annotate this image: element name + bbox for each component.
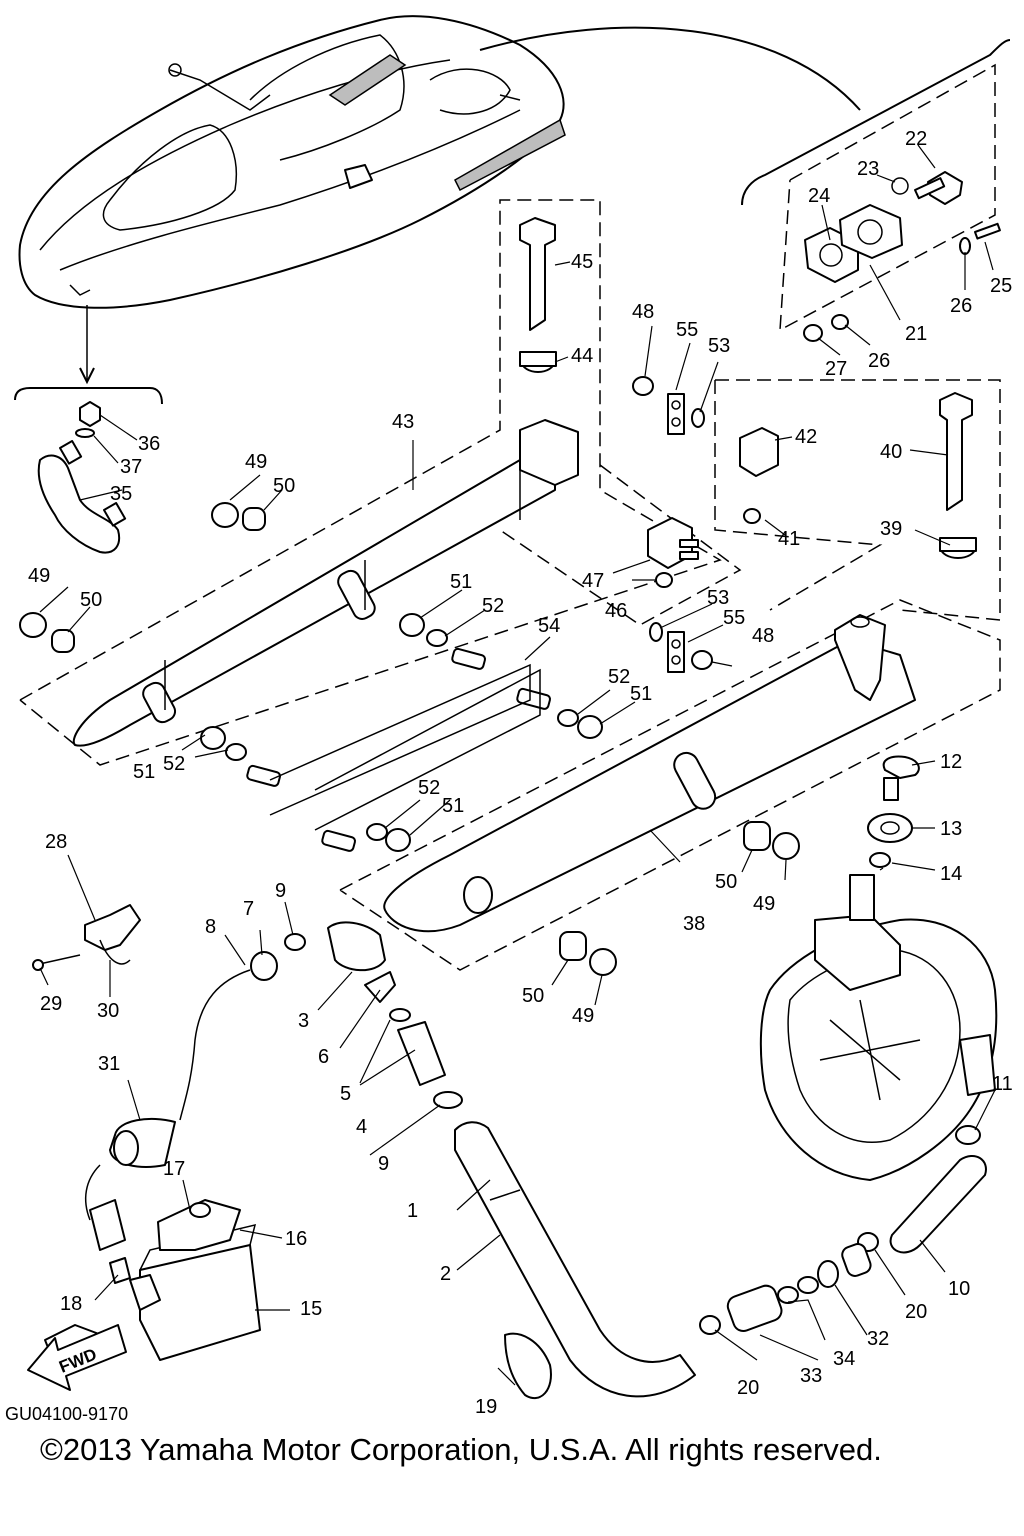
callout-2: 2: [440, 1263, 451, 1285]
callout-21: 21: [905, 323, 927, 345]
callout-25: 25: [990, 275, 1012, 297]
callout-49d: 49: [572, 1005, 594, 1027]
callout-28: 28: [45, 831, 67, 853]
callout-50a: 50: [273, 475, 295, 497]
callout-51b: 51: [630, 683, 652, 705]
callout-15: 15: [300, 1298, 322, 1320]
callout-3: 3: [298, 1010, 309, 1032]
callout-26a: 26: [950, 295, 972, 317]
drain-group-leaders: [817, 144, 994, 356]
callout-30: 30: [97, 1000, 119, 1022]
callout-16: 16: [285, 1228, 307, 1250]
callout-55b: 55: [723, 607, 745, 629]
callout-5: 5: [340, 1083, 351, 1105]
callout-53b: 53: [707, 587, 729, 609]
callout-32: 32: [867, 1328, 889, 1350]
callout-46: 46: [605, 600, 627, 622]
callout-44: 44: [571, 345, 593, 367]
callout-12: 12: [940, 751, 962, 773]
callout-54: 54: [538, 615, 560, 637]
callout-39: 39: [880, 518, 902, 540]
callout-49c: 49: [753, 893, 775, 915]
water-lock-group: [32, 904, 261, 1366]
callout-13: 13: [940, 818, 962, 840]
callout-33: 33: [800, 1365, 822, 1387]
callout-20b: 20: [737, 1377, 759, 1399]
callout-23: 23: [857, 158, 879, 180]
callout-52c: 52: [163, 753, 185, 775]
callout-50d: 50: [522, 985, 544, 1007]
callout-52d: 52: [418, 777, 440, 799]
watercraft-illustration: [18, 15, 566, 385]
callout-26b: 26: [868, 350, 890, 372]
drain-plug-group: [741, 39, 1011, 342]
callout-49b: 49: [28, 565, 50, 587]
callout-34: 34: [833, 1348, 855, 1370]
callout-24: 24: [808, 185, 830, 207]
callout-6: 6: [318, 1046, 329, 1068]
callout-labels: 1 2 3 4 5 6 7 8 9 9 10 11 12 13 14 15 16…: [28, 128, 1013, 1418]
callout-14: 14: [940, 863, 962, 885]
inset-bracket-group: [14, 387, 163, 554]
callout-1: 1: [407, 1200, 418, 1222]
main-frame: [19, 199, 1001, 971]
callout-38: 38: [683, 913, 705, 935]
callout-41: 41: [778, 528, 800, 550]
callout-9b: 9: [378, 1153, 389, 1175]
callout-50b: 50: [80, 589, 102, 611]
callout-11: 11: [992, 1073, 1013, 1095]
callout-4: 4: [356, 1116, 367, 1138]
callout-52a: 52: [482, 595, 504, 617]
callout-20a: 20: [905, 1301, 927, 1323]
callout-leaders: [39, 261, 996, 1386]
callout-8: 8: [205, 916, 216, 938]
bracket-subgroups: [499, 217, 1001, 626]
callout-35: 35: [110, 483, 132, 505]
callout-18: 18: [60, 1293, 82, 1315]
callout-48a: 48: [632, 301, 654, 323]
callout-40: 40: [880, 441, 902, 463]
part-code: GU04100-9170: [5, 1404, 128, 1424]
water-hose-parts: [84, 921, 696, 1400]
jet-pump-housing: [759, 874, 998, 1181]
callout-51d: 51: [442, 795, 464, 817]
callout-55a: 55: [676, 319, 698, 341]
callout-7: 7: [243, 898, 254, 920]
watercraft-leader: [479, 26, 861, 111]
callout-37: 37: [120, 456, 142, 478]
callout-22: 22: [905, 128, 927, 150]
callout-10: 10: [948, 1278, 970, 1300]
callout-52b: 52: [608, 666, 630, 688]
callout-51c: 51: [133, 761, 155, 783]
callout-47: 47: [582, 570, 604, 592]
pump-side-parts: [699, 755, 987, 1335]
callout-53a: 53: [708, 335, 730, 357]
callout-27: 27: [825, 358, 847, 380]
callout-43: 43: [392, 411, 414, 433]
callout-42: 42: [795, 426, 817, 448]
callout-36: 36: [138, 433, 160, 455]
callout-31: 31: [98, 1053, 120, 1075]
callout-50c: 50: [715, 871, 737, 893]
callout-29: 29: [40, 993, 62, 1015]
callout-51a: 51: [450, 571, 472, 593]
callout-48b: 48: [752, 625, 774, 647]
forward-direction-arrow: FWD: [27, 1324, 127, 1391]
copyright-notice: ©2013 Yamaha Motor Corporation, U.S.A. A…: [40, 1432, 882, 1467]
fasteners: [19, 376, 800, 976]
callout-9a: 9: [275, 880, 286, 902]
callout-45: 45: [571, 251, 593, 273]
callout-19: 19: [475, 1396, 497, 1418]
callout-49a: 49: [245, 451, 267, 473]
callout-17: 17: [163, 1158, 185, 1180]
